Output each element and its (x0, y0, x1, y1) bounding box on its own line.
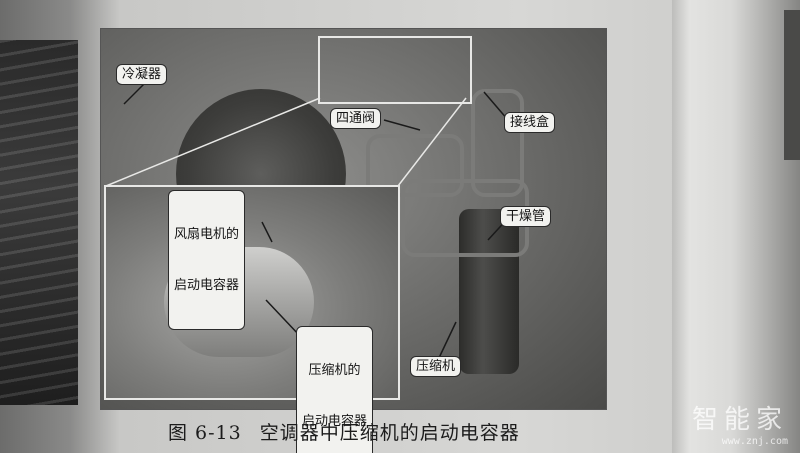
four-way-valve-label: 四通阀 (330, 108, 382, 129)
adjacent-page-edge (672, 0, 800, 453)
adjacent-page-photo (0, 40, 78, 405)
fan-motor-capacitor-line1: 风扇电机的 (174, 227, 240, 242)
watermark-name: 智能家 (691, 405, 788, 435)
figure-caption: 图 6-13 空调器中压缩机的启动电容器 (168, 418, 538, 445)
condenser-label: 冷凝器 (116, 64, 168, 85)
page-shadow (784, 10, 800, 160)
compressor-capacitor-label: 压缩机的 启动电容器 (296, 326, 374, 453)
figure-number: 图 6-13 (168, 422, 242, 444)
copper-pipe (471, 89, 524, 197)
compressor-capacitor-line1: 压缩机的 (308, 363, 361, 378)
compressor-label: 压缩机 (410, 356, 462, 377)
figure-title: 空调器中压缩机的启动电容器 (259, 422, 520, 444)
compressor-illustration (459, 209, 519, 374)
watermark-url: www.znj.com (721, 436, 788, 447)
watermark: 智能家 www.znj.com (692, 399, 788, 447)
drying-tube-label: 干燥管 (500, 206, 552, 227)
fan-motor-capacitor-line2: 启动电容器 (174, 278, 240, 293)
junction-box-label: 接线盒 (504, 112, 556, 133)
compressor-capacitor-line2: 启动电容器 (302, 414, 368, 429)
zoom-source-box (318, 36, 472, 104)
fan-motor-capacitor-label: 风扇电机的 启动电容器 (168, 190, 246, 330)
copper-pipe (366, 134, 464, 197)
